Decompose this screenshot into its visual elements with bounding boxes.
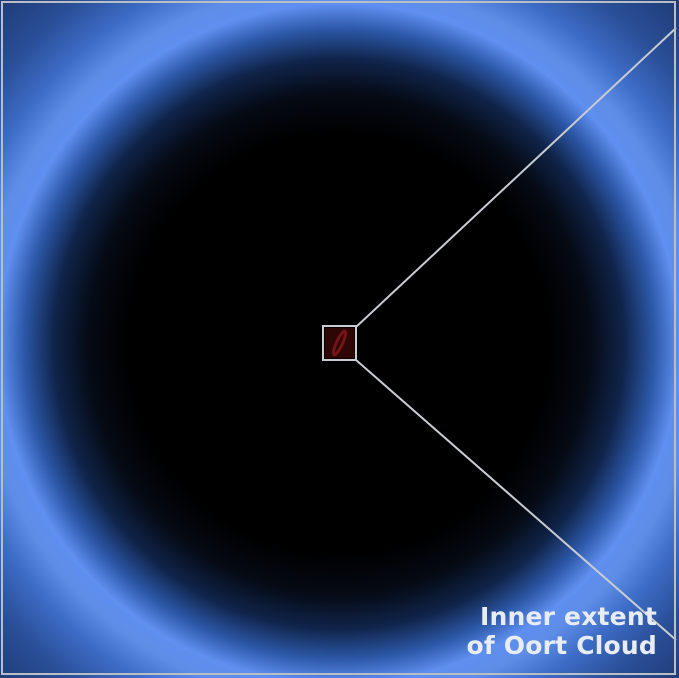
inner-solar-system-box [322, 325, 357, 361]
inner-solar-system-fill [325, 328, 354, 358]
caption-line-1: Inner extent [479, 602, 657, 631]
zoom-line-upper [355, 27, 677, 328]
oort-cloud-caption: Inner extent of Oort Cloud [397, 602, 657, 660]
zoom-line-lower [355, 359, 677, 641]
caption-line-2: of Oort Cloud [466, 631, 657, 660]
inner-solar-system-orbit-marker [331, 329, 348, 357]
